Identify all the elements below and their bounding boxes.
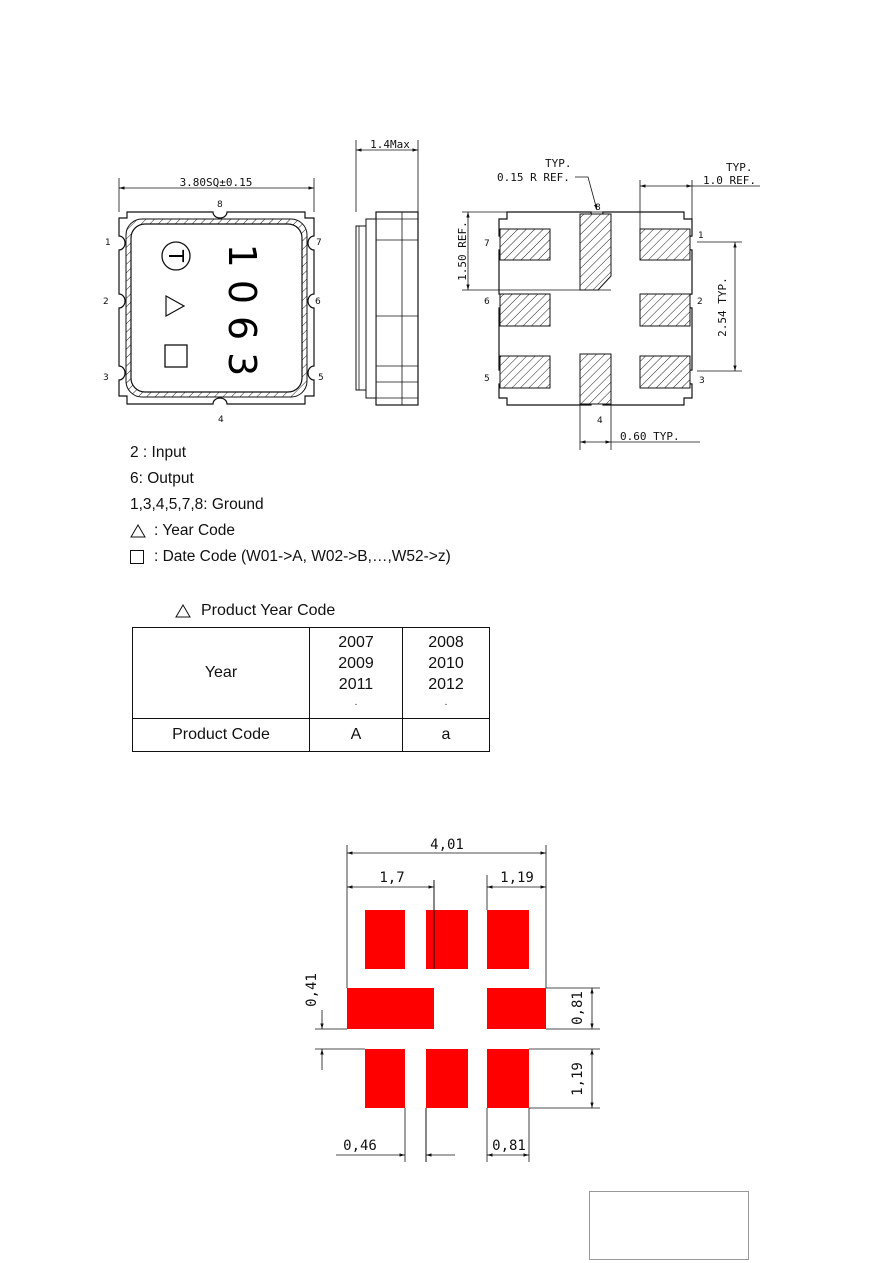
year-value: 2012 xyxy=(428,676,464,693)
package-side-view: 1.4Max xyxy=(355,138,419,406)
footprint-pad xyxy=(487,910,529,969)
year-code-triangle-icon xyxy=(165,294,186,318)
footprint-pad xyxy=(487,988,546,1029)
pin-label: 3 xyxy=(699,376,705,386)
pin-label: 6 xyxy=(315,297,321,307)
legend-input: 2 : Input xyxy=(130,444,187,461)
overall-width-dim: 4,01 xyxy=(430,837,464,853)
marking-logo-letter: T xyxy=(164,249,188,263)
product-code-header-cell: Product Code xyxy=(132,718,310,752)
edge-typ-label: TYP. xyxy=(726,161,753,174)
pin-label: 8 xyxy=(595,203,601,213)
legend-year-code: : Year Code xyxy=(154,522,236,539)
footprint-pad xyxy=(347,988,434,1029)
radius-typ-label: TYP. xyxy=(545,157,572,170)
year-ellipsis: . xyxy=(444,697,448,708)
left-width-dim: 1,7 xyxy=(379,870,404,886)
side-height-dim: 1.4Max xyxy=(370,138,410,151)
pad-width-dim: 0,81 xyxy=(492,1138,526,1154)
package-top-view: 3.80SQ±0.15 T 1063 1 2 3 4 5 6 7 8 xyxy=(103,176,324,425)
radius-ref-dim: 0.15 R REF. xyxy=(497,171,570,184)
pin-label: 8 xyxy=(217,200,223,210)
year-table-title-row: Product Year Code xyxy=(175,602,335,620)
pin-label: 5 xyxy=(484,374,490,384)
pin-legend: 2 : Input 6: Output 1,3,4,5,7,8: Ground … xyxy=(130,440,451,570)
year-column-1: 2007 2009 2011 . xyxy=(309,627,403,719)
footprint-pad xyxy=(487,1049,529,1108)
edge-ref-dim: 1.0 REF. xyxy=(703,174,756,187)
gap-horizontal-dim: 0,46 xyxy=(343,1138,377,1154)
year-value: 2011 xyxy=(338,676,374,693)
footprint-pad xyxy=(426,1049,468,1108)
pin-label: 7 xyxy=(316,238,322,248)
table-row: Product Code A a xyxy=(132,718,490,752)
pin-label: 5 xyxy=(318,373,324,383)
pin-label: 4 xyxy=(218,415,224,425)
marking-code: 1063 xyxy=(220,244,264,389)
package-bottom-view: 1.50 REF. TYP. 0.15 R REF. TYP. 1.0 REF.… xyxy=(456,157,760,450)
pin-label: 2 xyxy=(697,297,703,307)
product-code-value: a xyxy=(402,718,490,752)
year-table-title: Product Year Code xyxy=(201,602,336,619)
corner-frame xyxy=(589,1191,749,1260)
pin-label: 2 xyxy=(103,297,109,307)
triangle-icon xyxy=(175,604,191,618)
pin-label: 4 xyxy=(597,416,603,426)
year-column-2: 2008 2010 2012 . xyxy=(402,627,490,719)
year-value: 2009 xyxy=(338,655,374,672)
top-width-dim: 3.80SQ±0.15 xyxy=(180,176,253,189)
pin-label: 7 xyxy=(484,239,490,249)
mid-pad-height-dim: 0,81 xyxy=(570,991,586,1025)
pin-label: 1 xyxy=(698,231,704,241)
footprint-land-pattern: 4,01 1,7 1,19 0,41 0,81 1,19 0,46 xyxy=(304,837,600,1162)
year-value: 2008 xyxy=(428,634,464,651)
legend-ground: 1,3,4,5,7,8: Ground xyxy=(130,496,264,513)
footprint-pad xyxy=(426,910,468,969)
pin-label: 3 xyxy=(103,373,109,383)
year-code-table: Year 2007 2009 2011 . 2008 2010 2012 . P… xyxy=(132,627,490,752)
table-row: Year 2007 2009 2011 . 2008 2010 2012 . xyxy=(132,627,490,719)
pad-height-ref-dim: 1.50 REF. xyxy=(456,221,469,281)
gap-vertical-dim: 0,41 xyxy=(304,973,320,1007)
legend-year-code-row: : Year Code xyxy=(130,518,451,544)
lid xyxy=(130,223,303,393)
product-code-value: A xyxy=(309,718,403,752)
triangle-icon xyxy=(130,524,146,538)
pad-pitch-dim: 2.54 TYP. xyxy=(716,277,729,337)
legend-output: 6: Output xyxy=(130,470,194,487)
marking-logo-icon xyxy=(161,241,191,271)
year-ellipsis: . xyxy=(354,697,358,708)
year-value: 2007 xyxy=(338,634,374,651)
year-header-cell: Year xyxy=(132,627,310,719)
bottom-pad-height-dim: 1,19 xyxy=(570,1062,586,1096)
date-code-square-icon xyxy=(164,344,188,368)
pin-label: 6 xyxy=(484,297,490,307)
footprint-pad xyxy=(365,1049,405,1108)
pin-label: 1 xyxy=(105,238,111,248)
footprint-pad xyxy=(365,910,405,969)
legend-date-code-row: : Date Code (W01->A, W02->B,…,W52->z) xyxy=(130,544,451,570)
pad-width-dim: 0.60 TYP. xyxy=(620,430,680,443)
year-value: 2010 xyxy=(428,655,464,672)
legend-date-code: : Date Code (W01->A, W02->B,…,W52->z) xyxy=(154,548,451,565)
right-width-dim: 1,19 xyxy=(500,870,534,886)
square-icon xyxy=(130,550,144,564)
